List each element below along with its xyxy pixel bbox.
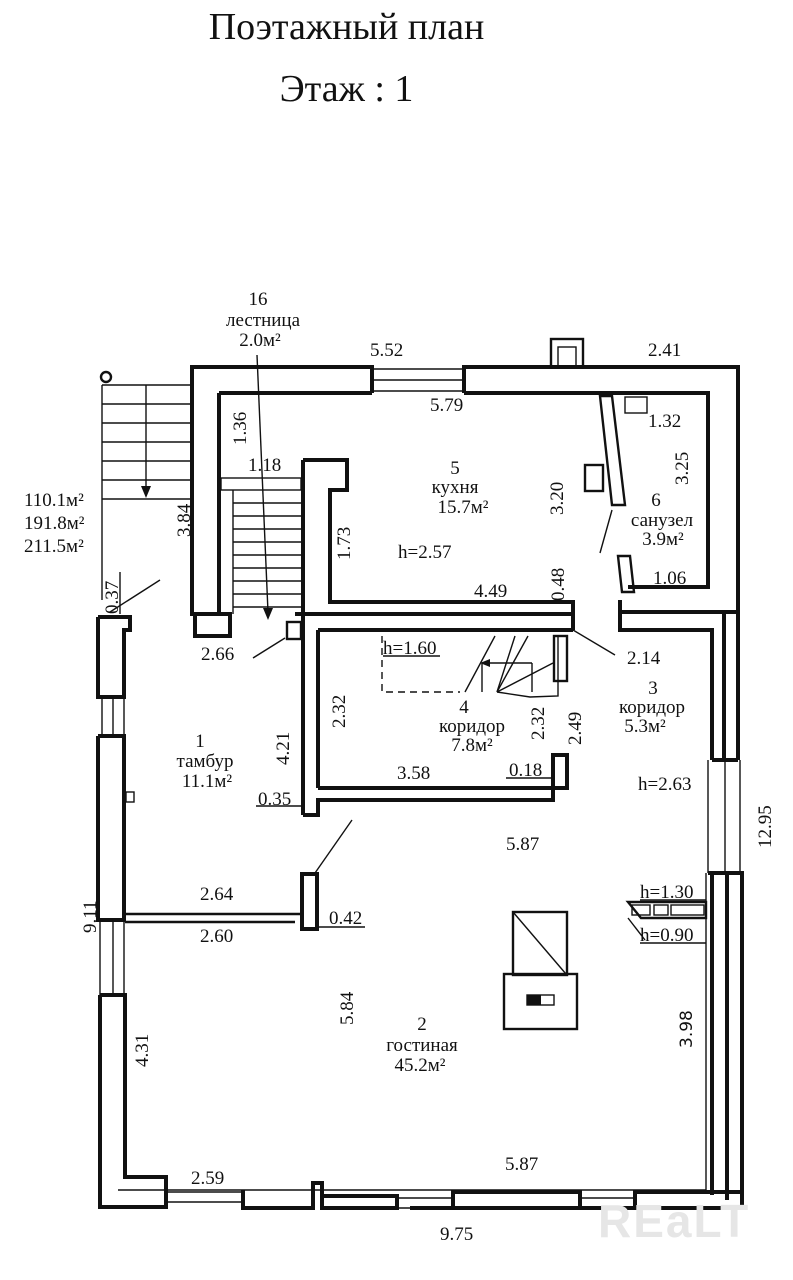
dim-5.87-bottom: 5.87 [505,1154,538,1175]
dim-2.60: 2.60 [200,926,233,947]
dim-5.52: 5.52 [370,340,403,361]
height-corridor3: h=2.63 [638,774,691,795]
room-3-area: 5.3м² [624,716,666,737]
dim-2.49: 2.49 [565,712,586,745]
room-2-name: гостиная [386,1035,458,1056]
exterior-stair [99,370,192,600]
room-3-number: 3 [648,678,658,699]
dim-2.32-right: 2.32 [528,707,549,740]
dim-3.25: 3.25 [672,452,693,485]
area-totals: 110.1м² 191.8м² 211.5м² [24,490,85,557]
dim-3.20: 3.20 [547,482,568,515]
dim-4.21: 4.21 [273,732,294,765]
room-4-number: 4 [459,697,469,718]
fireplace [502,972,579,1031]
dim-0.37: 0.37 [102,581,123,614]
stair-start-marker [99,370,113,384]
dim-3.58: 3.58 [397,763,430,784]
dim-4.31: 4.31 [132,1034,153,1067]
dim-0.48: 0.48 [548,568,569,601]
dim-2.64: 2.64 [200,884,234,905]
room-16-number: 16 [249,289,268,310]
dim-2.41: 2.41 [648,340,681,361]
room-5-name: кухня [432,477,479,498]
dim-0.35: 0.35 [258,789,291,810]
heights: h=2.57 h=1.60 h=2.63 h=1.30 h=0.90 [383,542,706,946]
room-5-area: 15.7м² [438,497,489,518]
room-1-area: 11.1м² [182,771,233,792]
total-area-1: 110.1м² [24,490,84,511]
room-6-name: санузел [631,510,694,531]
dim-9.11: 9.11 [80,900,101,933]
dim-2.32-left: 2.32 [329,695,350,728]
dim-2.14: 2.14 [627,648,661,669]
dim-1.06: 1.06 [653,568,686,589]
stair-down-arrow-icon [141,486,151,498]
height-corridor4: h=1.60 [383,638,436,659]
dim-2.66: 2.66 [201,644,234,665]
height-sill-high: h=1.30 [640,882,693,903]
dim-5.87-top: 5.87 [506,834,539,855]
total-area-3: 211.5м² [24,536,84,557]
room-5-number: 5 [450,458,460,479]
watermark-logo: REaLT [598,1195,750,1247]
room-6-area: 3.9м² [642,529,684,550]
room-2-area: 45.2м² [395,1055,446,1076]
interior-stair-arrow-icon [263,608,273,620]
height-kitchen: h=2.57 [398,542,451,563]
total-area-2: 191.8м² [24,513,85,534]
room-2-number: 2 [417,1014,427,1035]
walls [96,337,744,1210]
dim-1.18: 1.18 [248,455,281,476]
dim-2.59: 2.59 [191,1168,224,1189]
dim-0.18: 0.18 [509,760,542,781]
room-1-name: тамбур [177,751,234,772]
floor-label: Этаж : 1 [279,68,414,110]
dim-1.73: 1.73 [334,527,355,560]
room-6-number: 6 [651,490,661,511]
dim-5.84: 5.84 [337,991,358,1025]
corridor-stair-arrow-icon [480,659,490,667]
dim-3.84: 3.84 [174,503,195,537]
room-3-name: коридор [619,697,685,718]
room-16-name: лестница [226,310,301,331]
plan-title: Поэтажный план [208,6,485,48]
room-16-area: 2.0м² [239,330,281,351]
dimensions: 5.52 2.41 5.79 1.32 1.18 4.49 1.06 2.66 … [80,340,776,1245]
dim-3.98: 3.98 [677,1010,697,1048]
dim-12.95: 12.95 [755,805,776,848]
dim-1.32: 1.32 [648,411,681,432]
dim-0.42: 0.42 [329,908,362,929]
dim-5.79: 5.79 [430,395,463,416]
dim-1.36: 1.36 [230,412,251,445]
room-labels: 16 лестница 2.0м² 5 кухня 15.7м² 6 сануз… [177,289,694,1076]
dim-9.75: 9.75 [440,1224,473,1245]
room-4-area: 7.8м² [451,735,493,756]
dim-4.49: 4.49 [474,581,507,602]
room-4-name: коридор [439,716,505,737]
height-sill-low: h=0.90 [640,925,693,946]
room-1-number: 1 [195,731,205,752]
